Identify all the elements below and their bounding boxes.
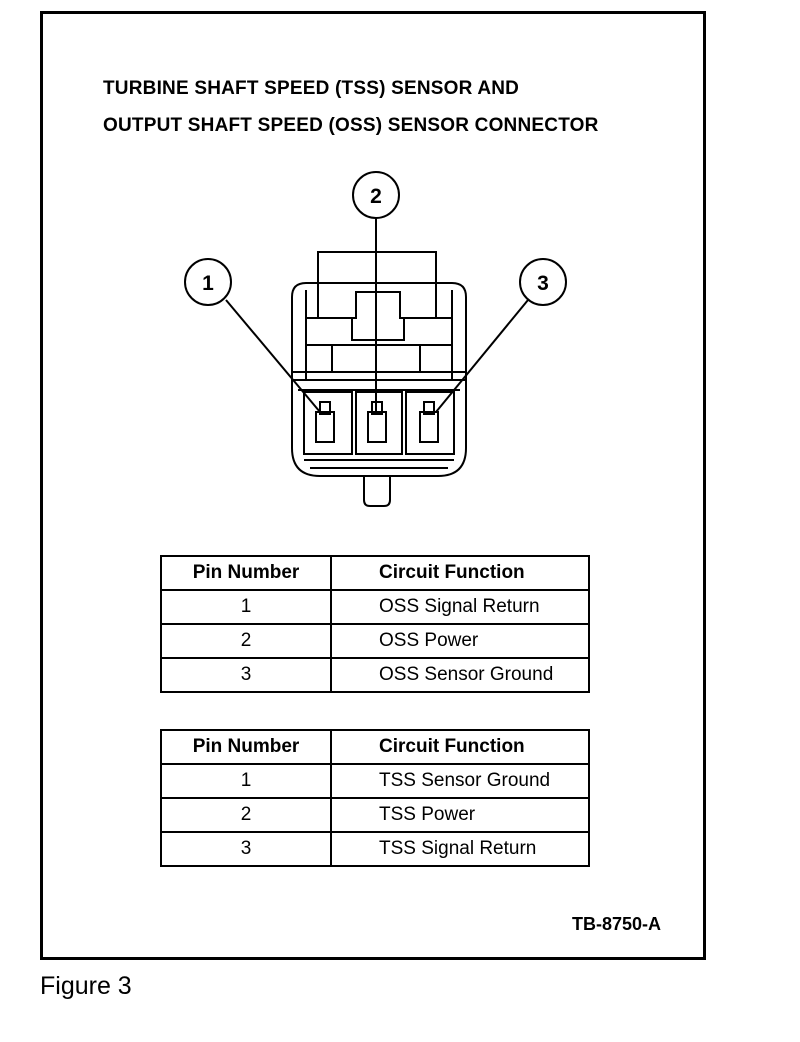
pin-number-cell: 3 [160,657,332,693]
leader-line-1 [225,299,321,413]
circuit-function-cell: TSS Power [330,797,590,833]
tss-pin-table: Pin Number Circuit Function 1 TSS Sensor… [160,729,590,867]
pin-cavity-3 [405,391,455,455]
leader-line-3 [435,299,529,413]
oss-pin-table: Pin Number Circuit Function 1 OSS Signal… [160,555,590,693]
callout-circle-3 [519,258,567,306]
pin-terminal-2 [367,411,387,443]
circuit-function-cell: TSS Sensor Ground [330,763,590,799]
table-row: 1 TSS Sensor Ground [160,763,590,799]
pin-cavity-1 [303,391,353,455]
pin-number-cell: 2 [160,623,332,659]
diagram-title-line-2: OUTPUT SHAFT SPEED (OSS) SENSOR CONNECTO… [103,115,599,136]
pin-cavity-2 [355,391,403,455]
callout-circle-2 [352,171,400,219]
figure-caption: Figure 3 [40,972,132,1000]
connector-latch-inner [305,317,453,346]
pin-number-cell: 1 [160,589,332,625]
circuit-function-cell: OSS Sensor Ground [330,657,590,693]
table-header-row: Pin Number Circuit Function [160,555,590,591]
pin-number-cell: 3 [160,831,332,867]
header-pin-number: Pin Number [160,555,332,591]
callout-label-3: 3 [537,272,549,295]
callout-label-1: 1 [202,272,214,295]
figure-code: TB-8750-A [572,914,662,934]
header-circuit-function: Circuit Function [330,729,590,765]
header-circuit-function: Circuit Function [330,555,590,591]
table-row: 1 OSS Signal Return [160,589,590,625]
table-row: 2 OSS Power [160,623,590,659]
table-row: 2 TSS Power [160,797,590,833]
callout-circle-1 [184,258,232,306]
circuit-function-cell: TSS Signal Return [330,831,590,867]
pin-number-cell: 2 [160,797,332,833]
header-pin-number: Pin Number [160,729,332,765]
connector-key-tab [363,476,391,507]
pin-terminal-3 [419,411,439,443]
table-header-row: Pin Number Circuit Function [160,729,590,765]
table-row: 3 OSS Sensor Ground [160,657,590,693]
figure-frame [40,11,706,960]
callout-label-2: 2 [370,185,382,208]
circuit-function-cell: OSS Signal Return [330,589,590,625]
table-row: 3 TSS Signal Return [160,831,590,867]
connector-housing [291,282,467,477]
circuit-function-cell: OSS Power [330,623,590,659]
pin-number-cell: 1 [160,763,332,799]
connector-diagram: 1 2 3 [184,171,567,507]
diagram-title-line-1: TURBINE SHAFT SPEED (TSS) SENSOR AND [103,78,520,99]
pin-terminal-1 [315,411,335,443]
